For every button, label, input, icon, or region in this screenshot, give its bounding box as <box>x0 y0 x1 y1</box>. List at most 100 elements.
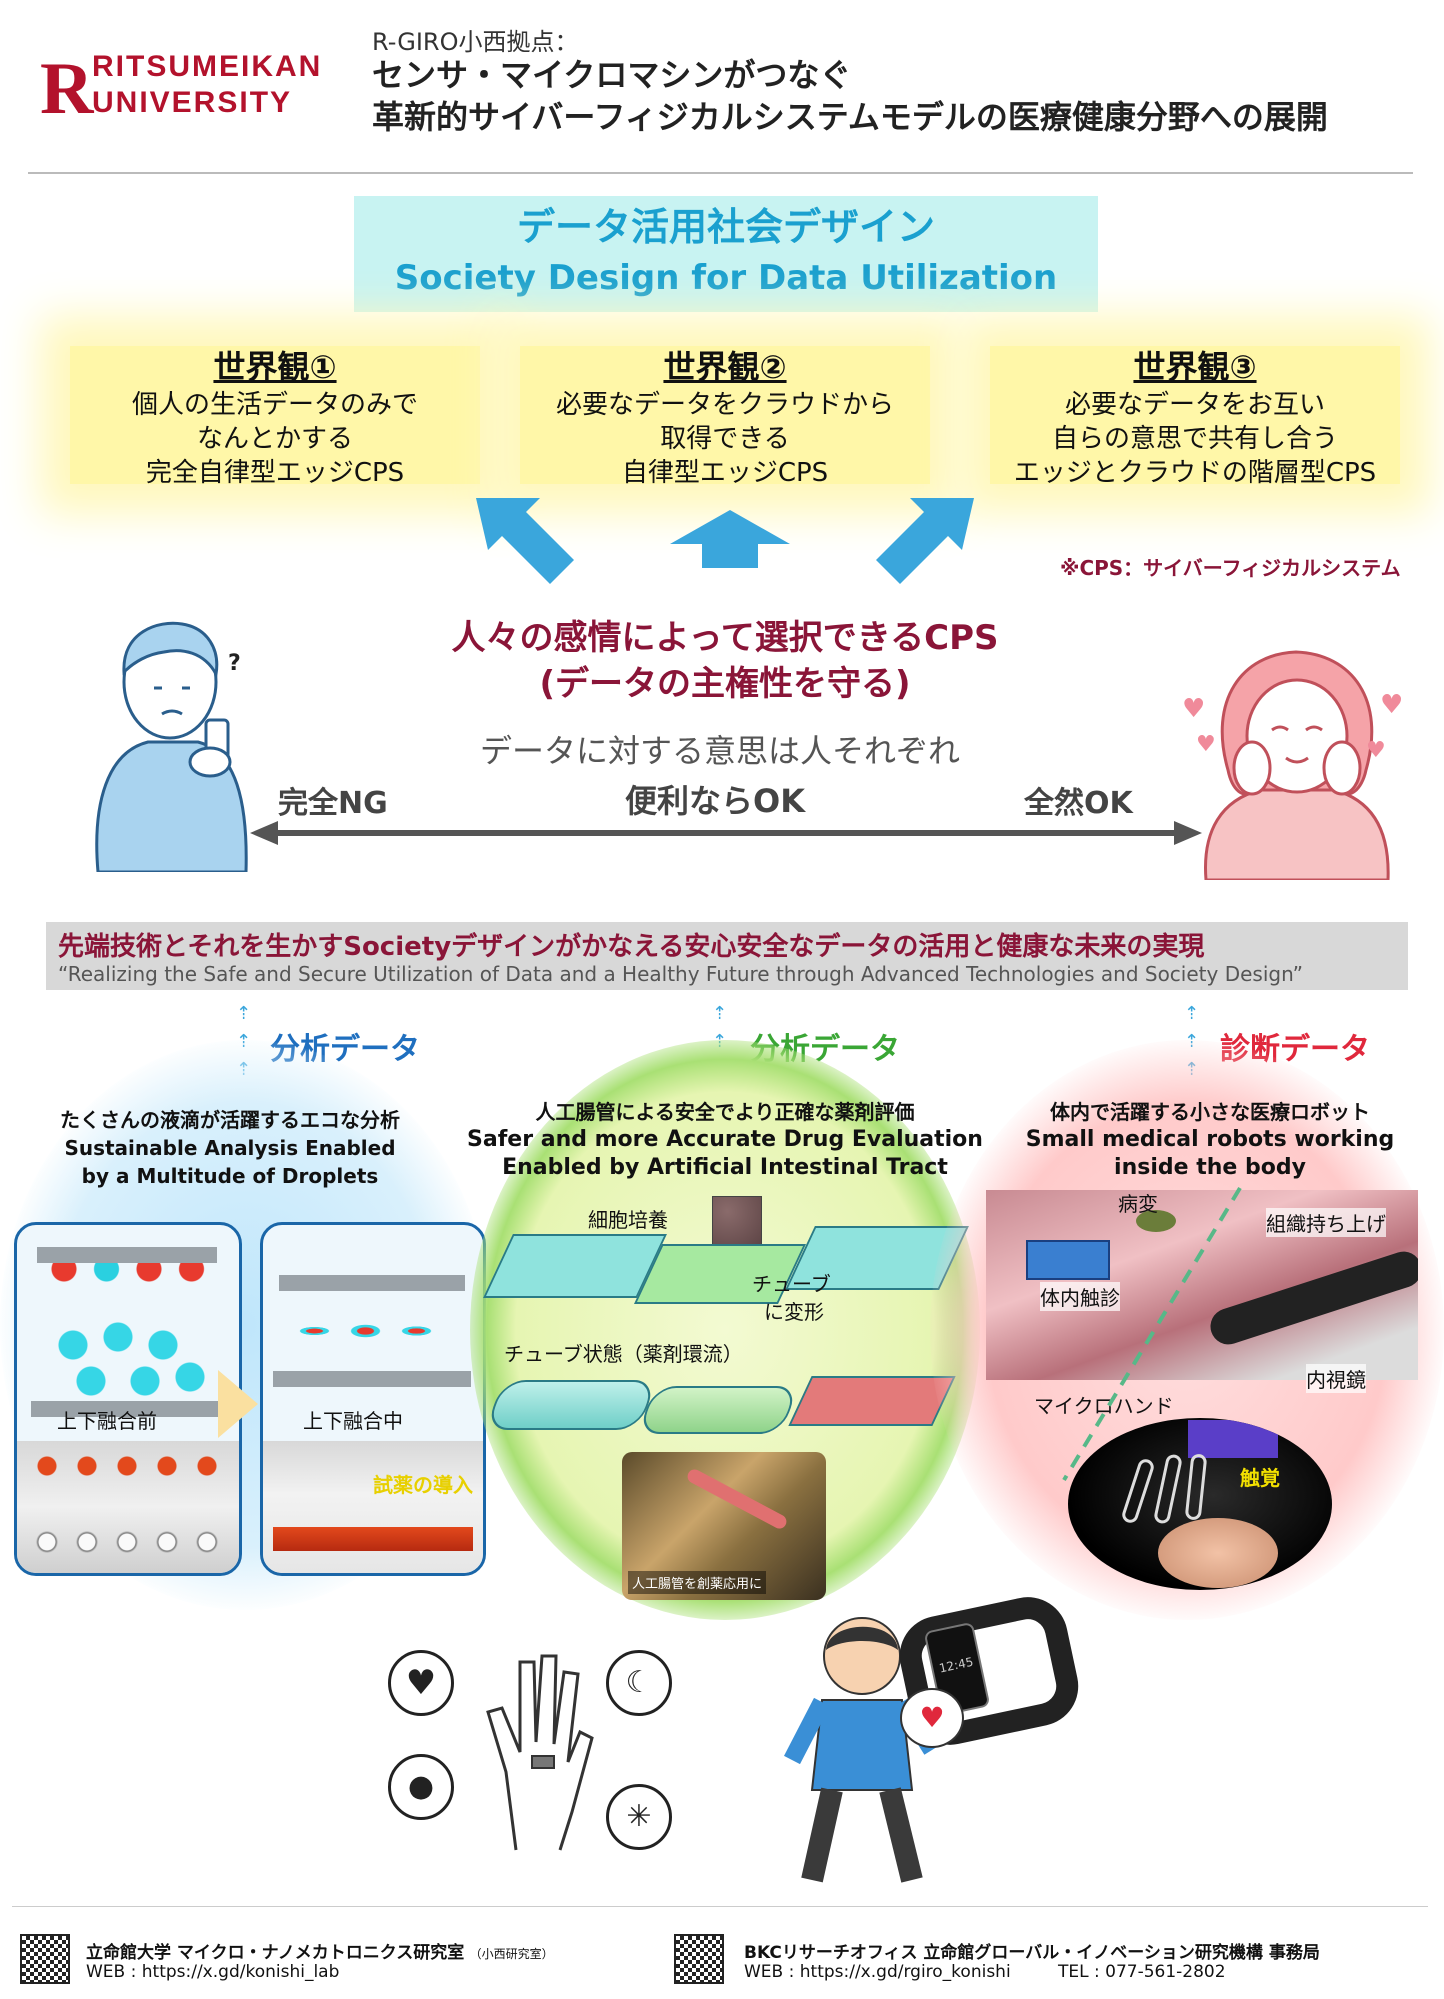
worldview-3-title: 世界観③ <box>1133 348 1257 386</box>
droplet-row-top <box>47 1263 217 1293</box>
worldview-1-title: 世界観① <box>213 348 337 386</box>
scale-center-label: 便利ならOK <box>624 782 805 820</box>
society-title-en: Society Design for Data Utilization <box>394 258 1058 298</box>
oxygen-icon: ● <box>388 1754 454 1820</box>
logo-r: R <box>40 48 94 130</box>
header-title-line1: センサ・マイクロマシンがつなぐ <box>372 56 852 94</box>
worldview-1: 世界観① 個人の生活データのみで なんとかする 完全自律型エッジCPS <box>70 346 480 488</box>
top-plate <box>279 1275 465 1291</box>
heart-icon: ♥ <box>388 1650 454 1716</box>
worldview-2-line2: 取得できる <box>660 424 790 454</box>
droplet-title-en2: by a Multitude of Droplets <box>81 1164 379 1188</box>
emotion-line1: 人々の感情によって選択できるCPS <box>451 618 999 658</box>
worldview-1-line2: なんとかする <box>196 424 353 454</box>
watch-time: 12:45 <box>937 1654 975 1676</box>
drug-title-jp: 人工腸管による安全でより正確な薬剤評価 <box>535 1100 915 1124</box>
drug-title-en1: Safer and more Accurate Drug Evaluation <box>467 1127 983 1152</box>
tube-chip-3 <box>788 1376 956 1426</box>
drug-title-en2: Enabled by Artificial Intestinal Tract <box>502 1155 948 1180</box>
heart-icon: ♥ <box>1196 732 1216 757</box>
worldview-3: 世界観③ 必要なデータをお互い 自らの意思で共有し合う エッジとクラウドの階層型… <box>990 346 1400 488</box>
footer-left-org: 立命館大学 マイクロ・ナノメカトロニクス研究室 （小西研究室） <box>86 1938 554 1963</box>
palpation-label: 体内触診 <box>1040 1282 1120 1311</box>
robot-title-jp: 体内で活躍する小さな医療ロボット <box>1050 1100 1370 1124</box>
droplet-title-jp: たくさんの液滴が活躍するエコな分析 <box>60 1108 400 1132</box>
cell-culture-label: 細胞培養 <box>588 1208 668 1232</box>
footer-divider <box>12 1906 1428 1907</box>
tube-change-label-1: チューブ <box>752 1272 831 1296</box>
worldview-2: 世界観② 必要なデータをクラウドから 取得できる 自律型エッジCPS <box>520 346 930 488</box>
footer-left-small: （小西研究室） <box>469 1947 554 1961</box>
cps-note: ※CPS：サイバーフィジカルシステム <box>1060 556 1401 580</box>
bottom-plate <box>273 1371 471 1387</box>
university-logo: R RITSUMEIKAN UNIVERSITY <box>40 48 320 130</box>
vision-banner: 先端技術とそれを生かすSocietyデザインがかなえる安心安全なデータの活用と健… <box>46 922 1408 990</box>
sleep-icon: ☾ <box>606 1650 672 1716</box>
footer-left-org-name: 立命館大学 マイクロ・ナノメカトロニクス研究室 <box>86 1943 465 1963</box>
arrow-up-right-icon <box>876 498 974 584</box>
bottom-plate <box>31 1401 225 1417</box>
worldview-2-line1: 必要なデータをクラウドから <box>555 390 894 420</box>
scale-right-label: 全然OK <box>1024 786 1133 821</box>
robot-title-en2: inside the body <box>1114 1155 1306 1180</box>
footer-right-org: BKCリサーチオフィス 立命館グローバル・イノベーション研究機構 事務局 <box>744 1943 1320 1963</box>
merge-arrow-icon <box>218 1370 258 1438</box>
society-title-jp: データ活用社会デザイン <box>516 205 935 249</box>
tube-state-label: チューブ状態（薬剤環流） <box>504 1342 743 1366</box>
confused-man-illustration: ? <box>95 621 248 872</box>
droplet-panel-before: 上下融合前 <box>14 1222 242 1576</box>
arrow-up-icon <box>670 510 790 568</box>
logo-line2: UNIVERSITY <box>92 86 293 119</box>
worldview-3-line3: エッジとクラウドの階層型CPS <box>1013 458 1377 488</box>
worldview-2-line3: 自律型エッジCPS <box>621 458 829 488</box>
happy-woman-illustration <box>1203 650 1390 880</box>
tube-chip-2 <box>637 1386 799 1434</box>
qr-code-lab <box>20 1934 70 1984</box>
during-photo: 試薬の導入 <box>263 1441 483 1573</box>
heart-icon: ♥ <box>1366 738 1386 763</box>
photo-caption: 人工腸管を創薬応用に <box>628 1571 767 1594</box>
top-plate <box>37 1247 217 1263</box>
droplet-title-en1: Sustainable Analysis Enabled <box>64 1136 396 1160</box>
dashed-connector <box>1062 1186 1242 1482</box>
heart-rate-bubble-icon: ♥ <box>900 1688 964 1748</box>
qr-code-office <box>674 1934 724 1984</box>
tissue-lift-label: 組織持ち上げ <box>1266 1208 1386 1237</box>
opinion-scale-arrow <box>250 821 1202 845</box>
banner-en: “Realizing the Safe and Secure Utilizati… <box>58 962 1304 986</box>
endoscope-label: 内視鏡 <box>1306 1364 1366 1393</box>
lesion-label: 病変 <box>1118 1192 1158 1216</box>
hand-ring-illustration <box>486 1654 594 1851</box>
reagent-label: 試薬の導入 <box>373 1473 473 1497</box>
cell-culture-image <box>712 1196 762 1246</box>
merged-droplets <box>289 1291 459 1371</box>
before-merge-label: 上下融合前 <box>57 1409 157 1433</box>
tube-change-label-2: に変形 <box>764 1300 824 1324</box>
touch-label: 触覚 <box>1240 1466 1280 1490</box>
scale-left-label: 完全NG <box>278 786 388 821</box>
header-title-line2: 革新的サイバーフィジカルシステムモデルの医療健康分野への展開 <box>372 98 1328 136</box>
footer-right-web[interactable]: WEB : https://x.gd/rgiro_konishi <box>744 1962 1011 1982</box>
worldview-3-line1: 必要なデータをお互い <box>1064 390 1325 420</box>
emotion-line2: (データの主権性を守る) <box>539 664 911 704</box>
droplet-panel-during: 上下融合中 試薬の導入 <box>260 1222 486 1576</box>
droplet-row-bottom <box>37 1321 217 1401</box>
worldview-1-line3: 完全自律型エッジCPS <box>145 458 405 488</box>
heart-icon: ♥ <box>1182 694 1206 724</box>
during-merge-label: 上下融合中 <box>303 1409 403 1433</box>
chip-flat-1 <box>483 1234 667 1298</box>
banner-jp: 先端技術とそれを生かすSocietyデザインがかなえる安心安全なデータの活用と健… <box>58 932 1205 962</box>
running-icon: ✳ <box>606 1784 672 1850</box>
microhand-label: マイクロハンド <box>1034 1394 1174 1418</box>
footer-right-tel: TEL : 077-561-2802 <box>1058 1962 1226 1982</box>
robot-title-en1: Small medical robots working <box>1025 1127 1395 1152</box>
society-design-box: データ活用社会デザイン Society Design for Data Util… <box>354 196 1098 312</box>
artificial-intestine-photo: 人工腸管を創薬応用に <box>622 1452 826 1600</box>
heart-icon: ♥ <box>1380 690 1404 720</box>
tube-chip-1 <box>484 1380 658 1430</box>
footer-left-web[interactable]: WEB : https://x.gd/konishi_lab <box>86 1962 340 1982</box>
worldview-2-title: 世界観② <box>663 348 787 386</box>
header-divider <box>28 172 1413 174</box>
intent-text: データに対する意思は人それぞれ <box>479 732 960 770</box>
header-subtitle: R-GIRO小西拠点： <box>372 28 579 56</box>
